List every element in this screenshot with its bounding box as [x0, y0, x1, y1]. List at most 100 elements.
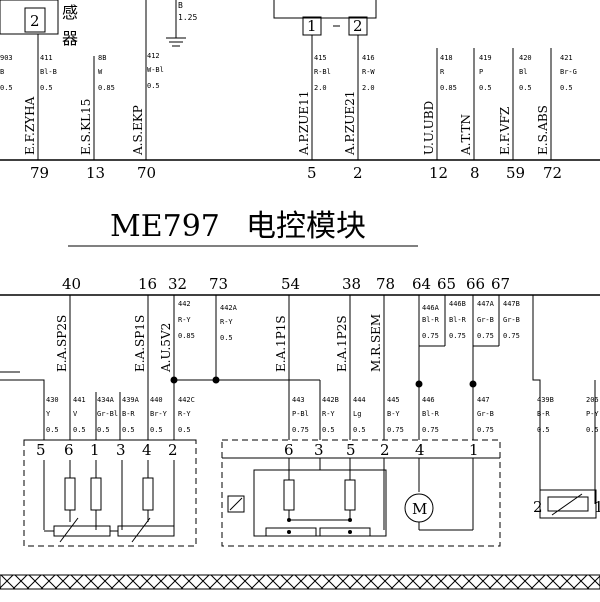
- wire-label: 411: [40, 54, 53, 62]
- wire-label: 439B: [537, 396, 554, 404]
- wire-label: R-Bl: [314, 68, 331, 76]
- wire-label: 0.5: [97, 426, 110, 434]
- wire-label: 0.5: [322, 426, 335, 434]
- wire-label: 442B: [322, 396, 339, 404]
- module-model: ME797: [110, 209, 220, 244]
- wire-label: P-Y: [586, 410, 599, 418]
- pin-number: 12: [429, 164, 448, 182]
- connector-pin: 3: [116, 441, 126, 459]
- wire-label: B-Y: [387, 410, 400, 418]
- wire-label: 442A: [220, 304, 238, 312]
- wire-label: 445: [387, 396, 400, 404]
- wire-label: 0.5: [353, 426, 366, 434]
- wire-label: P: [479, 68, 483, 76]
- wire-label: 0.5: [560, 84, 573, 92]
- wire-label: 0.5: [147, 82, 160, 90]
- pin-number: 16: [138, 275, 157, 293]
- signal-name: E.F.ZYHA: [23, 96, 37, 155]
- wire-label: 0.5: [73, 426, 86, 434]
- pin-number: 40: [62, 275, 81, 293]
- connector-pin: 1: [90, 441, 100, 459]
- wire-label: 419: [479, 54, 492, 62]
- wire-label: Bl-R: [422, 410, 440, 418]
- wire-label: 421: [560, 54, 573, 62]
- sensor-pin: 2: [533, 498, 543, 516]
- wire-label: 434A: [97, 396, 115, 404]
- top-box-number: 2: [30, 12, 40, 30]
- wire-label: 0.75: [292, 426, 309, 434]
- wire-label: 420: [519, 54, 532, 62]
- left-pedal-sensor: 5 6 1 3 4 2: [23, 439, 197, 547]
- pin-number: 79: [30, 164, 49, 182]
- signal-name: E.A.1P2S: [335, 315, 349, 372]
- wire-label: Bl-R: [422, 316, 440, 324]
- motor-label: M: [412, 500, 427, 518]
- wire-label: Gr-B: [503, 316, 520, 324]
- top-fragment: 2 感 器 B 1.25 1 2: [0, 0, 377, 48]
- throttle-actuator: 6 3 5 2 4 1 M: [221, 439, 501, 547]
- connector-pin: 3: [314, 441, 324, 459]
- wire-label: 8B: [98, 54, 106, 62]
- wire-label: W-Bl: [147, 66, 164, 74]
- wire-label: 412: [147, 52, 160, 60]
- sensor-text-2: 器: [62, 29, 78, 48]
- wire-label: Bl-B: [40, 68, 57, 76]
- wire-label: 447A: [477, 300, 495, 308]
- pin-number: 67: [491, 275, 510, 293]
- wire-label: 443: [292, 396, 305, 404]
- pin-number: 65: [437, 275, 456, 293]
- pin-number: 72: [543, 164, 562, 182]
- wire-label: 447B: [503, 300, 520, 308]
- pin-number: 5: [307, 164, 317, 182]
- wire-label: 416: [362, 54, 375, 62]
- signal-name: E.S.ABS: [536, 105, 550, 155]
- wire-label: 439A: [122, 396, 140, 404]
- wire-label: 0.75: [449, 332, 466, 340]
- signal-name: A.P.ZUE11: [297, 91, 311, 156]
- wire-label: 0.75: [477, 332, 494, 340]
- sensor-pin: 1: [594, 498, 600, 516]
- signal-name: A.P.ZUE21: [343, 91, 357, 156]
- connector-pin: 2: [168, 441, 178, 459]
- wire-label: 444: [353, 396, 366, 404]
- wire-label: 442C: [178, 396, 195, 404]
- connector-pin: 5: [36, 441, 46, 459]
- wire-label: 415: [314, 54, 327, 62]
- signal-name: E.S.KL15: [79, 99, 93, 155]
- bottom-top-wire-labels: 442 R-Y 0.85 442A R-Y 0.5 446A Bl-R 0.75…: [178, 300, 520, 342]
- wire-label: 0.75: [422, 332, 439, 340]
- wire-label: 206: [586, 396, 599, 404]
- wire-label: 0.5: [220, 334, 233, 342]
- pin-number: 8: [470, 164, 480, 182]
- pin-number: 78: [376, 275, 395, 293]
- wire-label: 440: [150, 396, 163, 404]
- plug-1-label: 1: [307, 17, 317, 35]
- wire-label: 446A: [422, 304, 440, 312]
- top-wire-labels: 903 B 0.5 411 Bl-B 0.5 8B W 0.85 412 W-B…: [0, 52, 577, 92]
- bottom-wires: [0, 295, 596, 504]
- pin-number: 70: [137, 164, 156, 182]
- signal-name: A.S.EKP: [131, 105, 145, 156]
- wire-label: B: [0, 68, 4, 76]
- signal-name: E.A.SP2S: [55, 315, 69, 372]
- pin-number: 38: [342, 275, 361, 293]
- pin-number: 73: [209, 275, 228, 293]
- wire-label: 0.5: [586, 426, 599, 434]
- pin-number: 64: [412, 275, 431, 293]
- connector-pin: 2: [380, 441, 390, 459]
- signal-name: M.R.SEM: [369, 314, 383, 372]
- ground-symbol: [166, 37, 186, 47]
- wire-label: 442: [178, 300, 191, 308]
- plug-2-label: 2: [353, 17, 363, 35]
- wire-label: 2.0: [314, 84, 327, 92]
- wire-label: R-Y: [178, 410, 191, 418]
- wire-label: Gr-B: [477, 410, 494, 418]
- wire-label: R: [440, 68, 445, 76]
- fuse-code: B: [178, 1, 183, 10]
- module-name: 电控模块: [246, 209, 366, 244]
- right-temperature-sensor: 2 1: [533, 489, 600, 519]
- lower-wire-labels: 430 Y 0.5 441 V 0.5 434A Gr-Bl 0.5 439A …: [46, 396, 599, 434]
- module-title: ME797 电控模块: [68, 209, 418, 247]
- wire-label: Br-Y: [150, 410, 168, 418]
